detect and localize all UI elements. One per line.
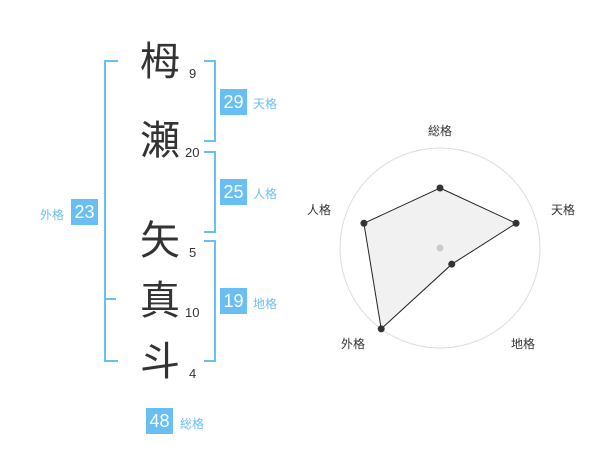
jinkaku-score: 25 <box>220 179 247 205</box>
radar-point-1 <box>512 219 520 227</box>
stroke-count-2: 20 <box>185 145 200 160</box>
radar-center-dot <box>436 244 444 252</box>
radar-data-polygon <box>363 187 518 330</box>
chikaku-score: 19 <box>220 288 247 314</box>
tenkaku-bracket <box>204 60 216 142</box>
stroke-count-1: 9 <box>189 66 197 81</box>
name-char-2: 瀬 <box>140 118 180 164</box>
gaikaku-bracket <box>104 60 118 362</box>
radar-point-3 <box>377 325 385 333</box>
tenkaku-score: 29 <box>220 89 247 115</box>
gaikaku-score: 23 <box>71 199 98 225</box>
radar-axis-label-gaikaku: 外格 <box>341 337 366 351</box>
soukaku-score: 48 <box>146 408 173 434</box>
name-char-3: 矢 <box>140 218 180 264</box>
radar-axis-label-tenkaku: 天格 <box>551 203 576 217</box>
stroke-count-3: 5 <box>189 245 197 260</box>
stroke-count-4: 10 <box>185 305 200 320</box>
radar-point-4 <box>360 219 368 227</box>
gaikaku-bracket-connector <box>104 298 116 300</box>
radar-points <box>360 184 520 333</box>
soukaku-label: 総格 <box>180 417 205 431</box>
name-char-4: 真 <box>140 278 180 324</box>
name-char-1: 栂 <box>140 39 180 85</box>
jinkaku-bracket <box>204 151 216 233</box>
gaikaku-label: 外格 <box>40 208 65 222</box>
name-char-5: 斗 <box>140 339 180 385</box>
jinkaku-label: 人格 <box>253 187 278 201</box>
radar-axis-label-chikaku: 地格 <box>511 337 536 351</box>
radar-axis-label-jinkaku: 人格 <box>307 203 332 217</box>
radar-point-2 <box>448 260 456 268</box>
chikaku-label: 地格 <box>253 297 278 311</box>
tenkaku-label: 天格 <box>253 97 278 111</box>
chikaku-bracket <box>204 240 216 362</box>
radar-axis-label-soukaku: 総格 <box>428 124 453 138</box>
radar-point-0 <box>436 184 444 192</box>
stroke-count-5: 4 <box>189 366 197 381</box>
